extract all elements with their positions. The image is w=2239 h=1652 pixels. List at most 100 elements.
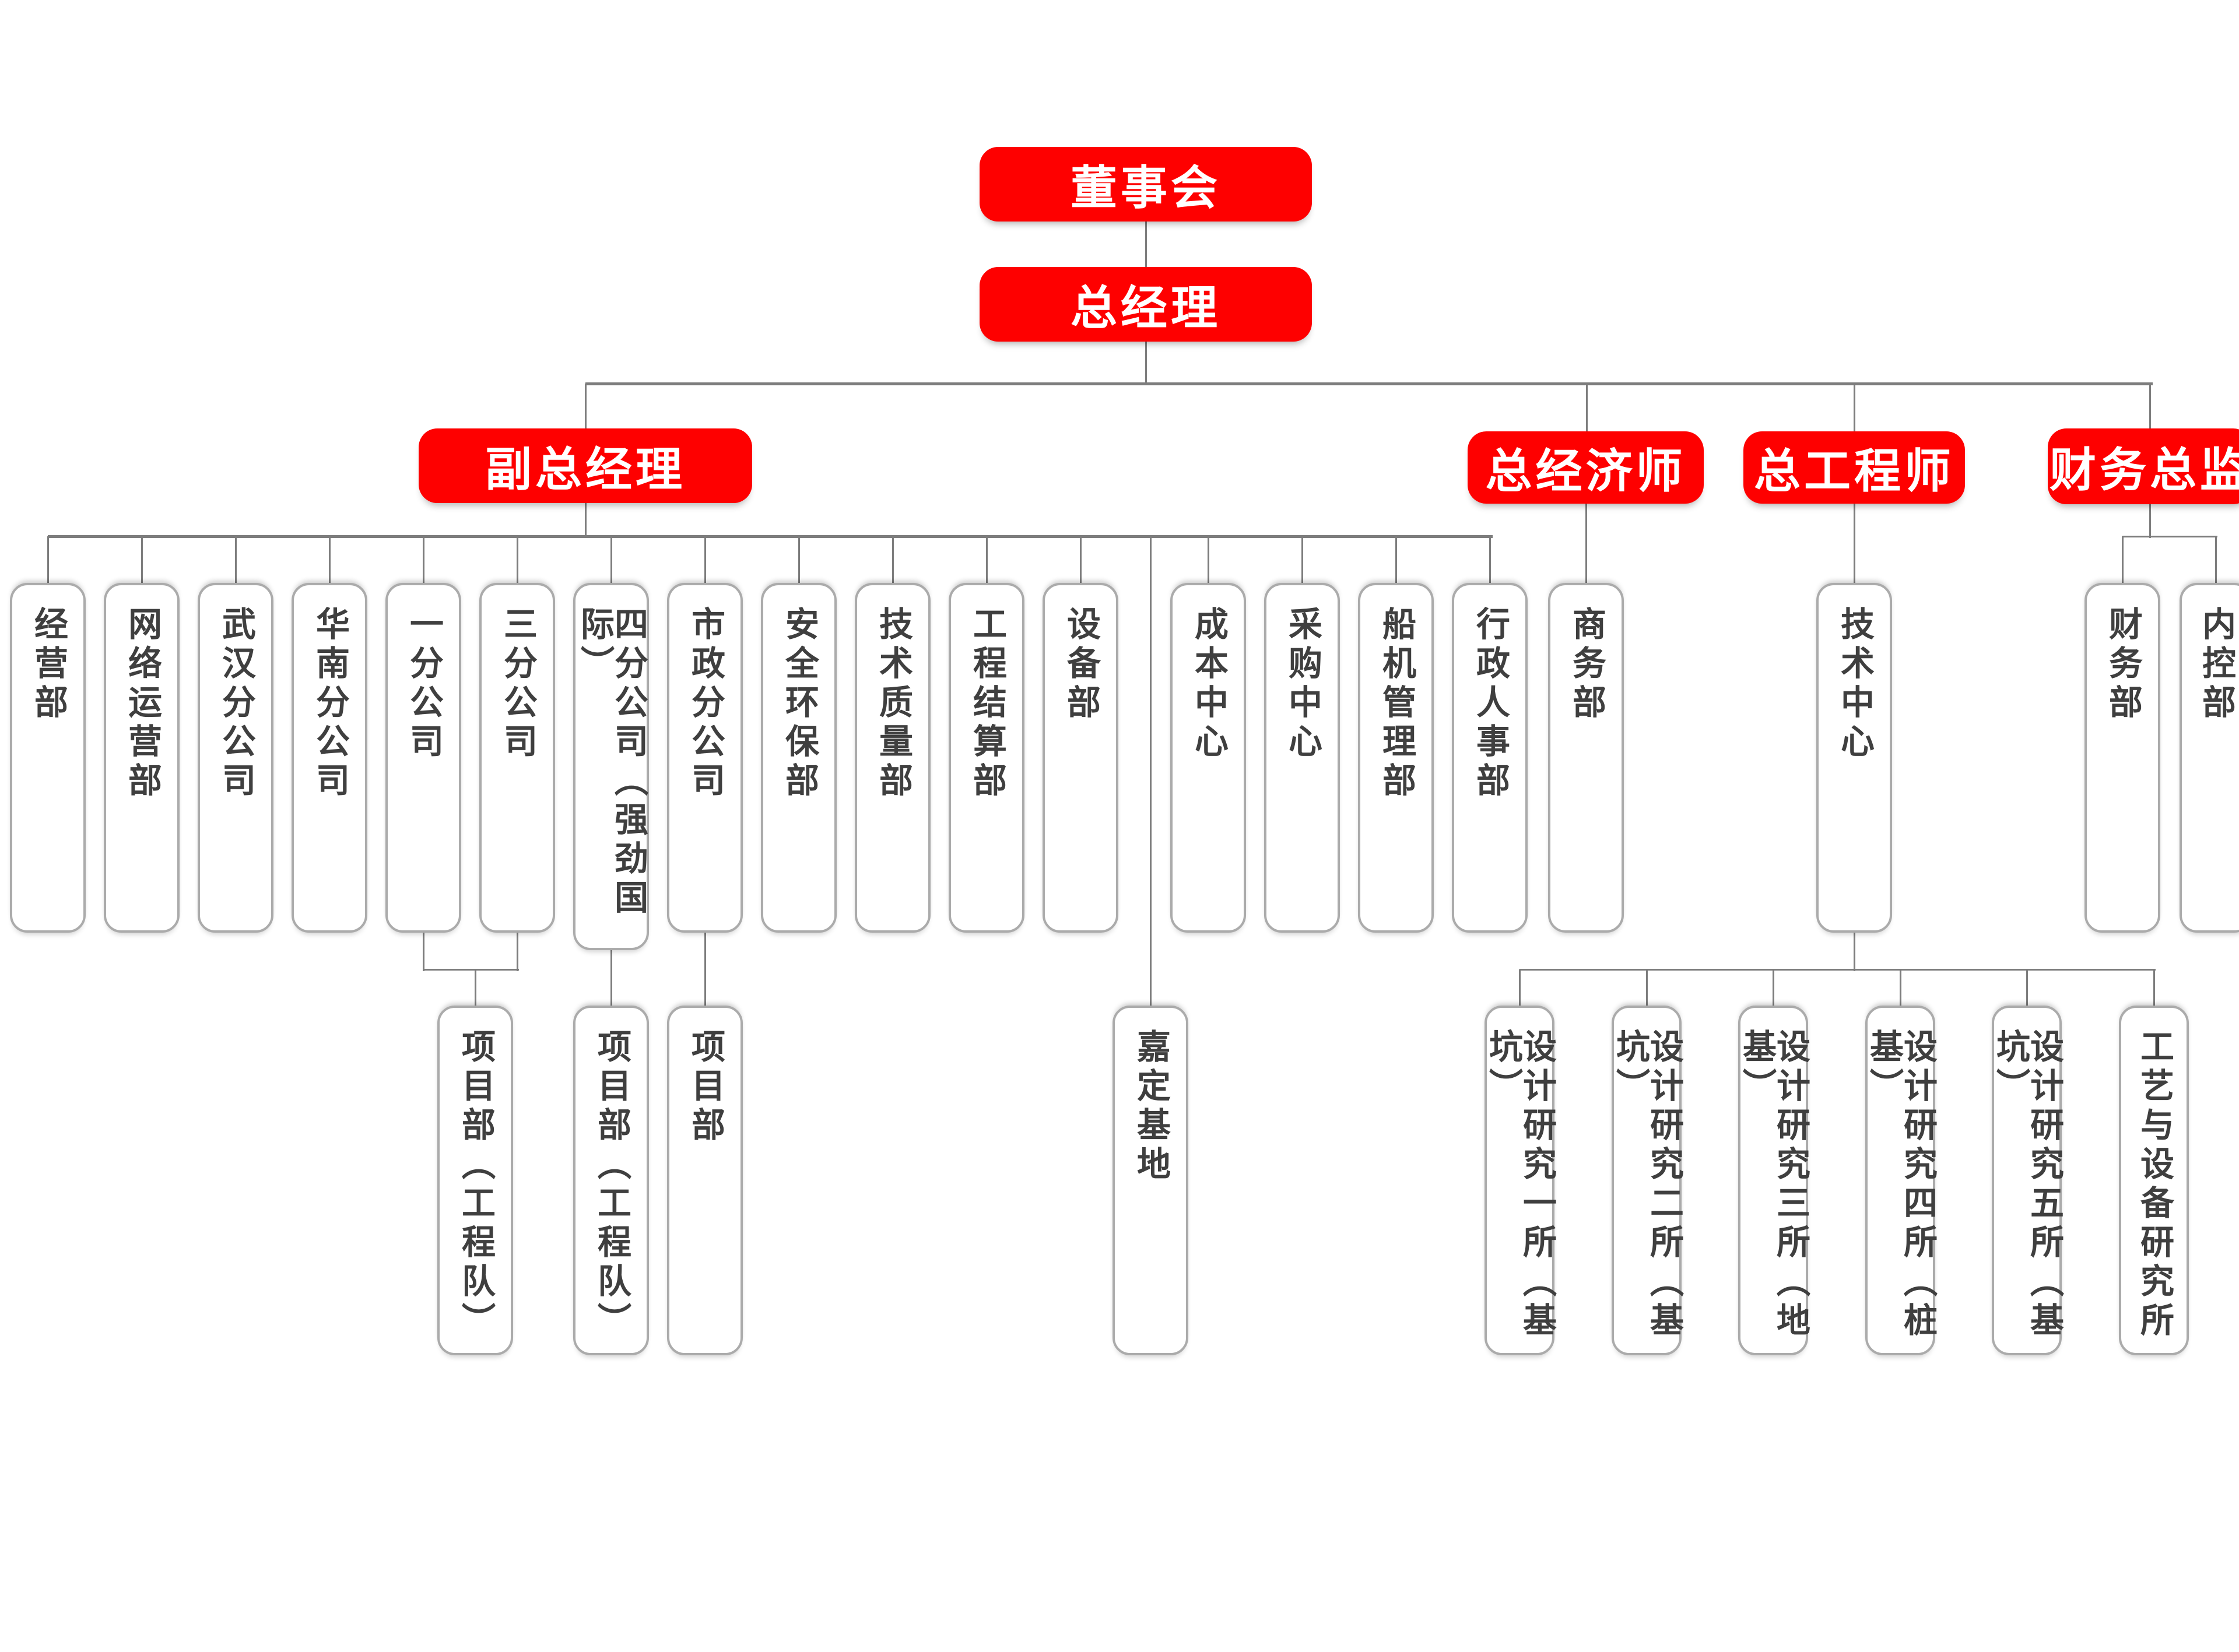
edge-connector <box>1853 384 1855 433</box>
node-label-operations-dept: 经营部 <box>29 606 67 723</box>
node-label-internal-control-dept: 内控部 <box>2197 606 2235 723</box>
edge-connector <box>1301 536 1303 585</box>
edge-connector <box>2153 969 2155 1007</box>
edge-connector <box>1585 384 1588 433</box>
edge-connector <box>610 950 612 1007</box>
edge-connector <box>1519 968 2156 971</box>
node-chief-economist: 总经济师 <box>1468 431 1704 504</box>
node-label-project-dept-2: 项目部（工程队） <box>592 1029 630 1341</box>
edge-connector <box>1772 969 1774 1007</box>
node-design-institute-1: 设计研究一所（基坑） <box>1484 1006 1556 1355</box>
node-label-wuhan-branch: 武汉分公司 <box>217 606 255 802</box>
node-municipal-branch: 市政分公司 <box>667 583 743 933</box>
edge-connector <box>516 933 518 971</box>
node-general-manager: 总经理 <box>980 267 1312 342</box>
node-design-institute-3: 设计研究三所（地基） <box>1738 1006 1809 1355</box>
edge-connector <box>798 536 800 585</box>
node-label-safety-environment-dept: 安全环保部 <box>780 606 818 802</box>
edge-connector <box>328 536 331 585</box>
edge-connector <box>585 382 2153 385</box>
node-fourth-branch: 四分公司（强劲国际） <box>573 583 649 950</box>
edge-connector <box>141 536 143 585</box>
node-deputy-general-manager: 副总经理 <box>419 428 752 503</box>
edge-connector <box>1395 536 1397 585</box>
edge-connector <box>1207 536 1209 585</box>
node-internal-control-dept: 内控部 <box>2180 583 2239 933</box>
edge-connector <box>704 536 706 585</box>
node-finance-dept: 财务部 <box>2084 583 2160 933</box>
node-jiading-base: 嘉定基地 <box>1113 1006 1188 1355</box>
node-design-institute-4: 设计研究四所（桩基） <box>1865 1006 1936 1355</box>
node-label-fourth-branch: 四分公司（强劲国际） <box>575 606 647 919</box>
node-cost-center: 成本中心 <box>1170 583 1246 933</box>
edge-connector <box>704 933 706 1007</box>
node-equipment-dept: 设备部 <box>1043 583 1118 933</box>
edge-connector <box>2215 536 2217 585</box>
node-commerce-dept: 商务部 <box>1548 583 1624 933</box>
node-label-third-branch: 三分公司 <box>499 606 536 762</box>
node-board: 董事会 <box>980 147 1312 222</box>
node-label-commerce-dept: 商务部 <box>1567 606 1605 723</box>
node-design-institute-5: 设计研究五所（基坑） <box>1991 1006 2063 1355</box>
node-wuhan-branch: 武汉分公司 <box>198 583 273 933</box>
node-label-cfo: 财务总监 <box>2050 444 2239 496</box>
node-label-technology-center: 技术中心 <box>1836 606 1873 762</box>
node-first-branch: 一分公司 <box>385 583 461 933</box>
edge-connector <box>1853 504 1855 585</box>
edge-connector <box>1489 536 1491 585</box>
edge-connector <box>47 536 49 585</box>
edge-connector <box>892 536 894 585</box>
edge-connector <box>1585 504 1587 585</box>
edge-connector <box>422 933 424 971</box>
edge-connector <box>985 536 988 585</box>
edge-connector <box>234 536 237 585</box>
edge-connector <box>1853 933 1855 971</box>
edge-connector <box>2026 969 2028 1007</box>
node-label-design-institute-1: 设计研究一所（基坑） <box>1484 1029 1556 1341</box>
node-tech-quality-dept: 技术质量部 <box>855 583 931 933</box>
node-label-general-manager: 总经理 <box>1071 282 1221 334</box>
node-project-dept-2: 项目部（工程队） <box>573 1006 649 1355</box>
edge-connector <box>1079 536 1082 585</box>
node-label-deputy-general-manager: 副总经理 <box>485 444 686 495</box>
node-label-chief-economist: 总经济师 <box>1485 445 1686 497</box>
edge-connector <box>423 968 519 971</box>
node-technology-center: 技术中心 <box>1816 583 1892 933</box>
edge-connector <box>474 969 476 1007</box>
node-operations-dept: 经营部 <box>10 583 86 933</box>
node-label-tech-quality-dept: 技术质量部 <box>874 606 912 802</box>
edge-connector <box>1145 222 1147 269</box>
node-label-equipment-dept: 设备部 <box>1062 606 1100 723</box>
edge-connector <box>2149 504 2151 538</box>
node-project-dept-3: 项目部 <box>667 1006 743 1355</box>
edge-connector <box>1518 969 1521 1007</box>
edge-connector <box>1899 969 1901 1007</box>
node-procurement-center: 采购中心 <box>1264 583 1340 933</box>
edge-connector <box>2121 536 2124 585</box>
node-process-equipment-institute: 工艺与设备研究所 <box>2119 1006 2189 1355</box>
node-label-design-institute-5: 设计研究五所（基坑） <box>1991 1029 2063 1341</box>
node-label-board: 董事会 <box>1071 162 1221 214</box>
node-label-project-dept-1: 项目部（工程队） <box>457 1029 494 1341</box>
node-label-procurement-center: 采购中心 <box>1283 606 1321 762</box>
node-safety-environment-dept: 安全环保部 <box>761 583 837 933</box>
node-south-china-branch: 华南分公司 <box>292 583 367 933</box>
node-label-admin-hr-dept: 行政人事部 <box>1471 606 1509 802</box>
node-label-chief-engineer: 总工程师 <box>1754 445 1954 497</box>
node-label-process-equipment-institute: 工艺与设备研究所 <box>2135 1029 2173 1341</box>
edge-connector <box>1145 342 1147 385</box>
node-design-institute-2: 设计研究二所（基坑） <box>1611 1006 1683 1355</box>
node-label-project-dept-3: 项目部 <box>686 1029 724 1146</box>
edge-connector <box>1645 969 1648 1007</box>
node-project-dept-1: 项目部（工程队） <box>437 1006 513 1355</box>
edge-connector <box>48 535 1493 538</box>
edge-connector <box>610 536 612 585</box>
node-project-settlement-dept: 工程结算部 <box>949 583 1024 933</box>
node-label-south-china-branch: 华南分公司 <box>311 606 349 802</box>
node-third-branch: 三分公司 <box>479 583 555 933</box>
node-admin-hr-dept: 行政人事部 <box>1452 583 1528 933</box>
node-label-marine-equipment-mgmt-dept: 船机管理部 <box>1377 606 1415 802</box>
node-label-design-institute-4: 设计研究四所（桩基） <box>1865 1029 1936 1341</box>
edge-connector <box>2122 535 2217 537</box>
